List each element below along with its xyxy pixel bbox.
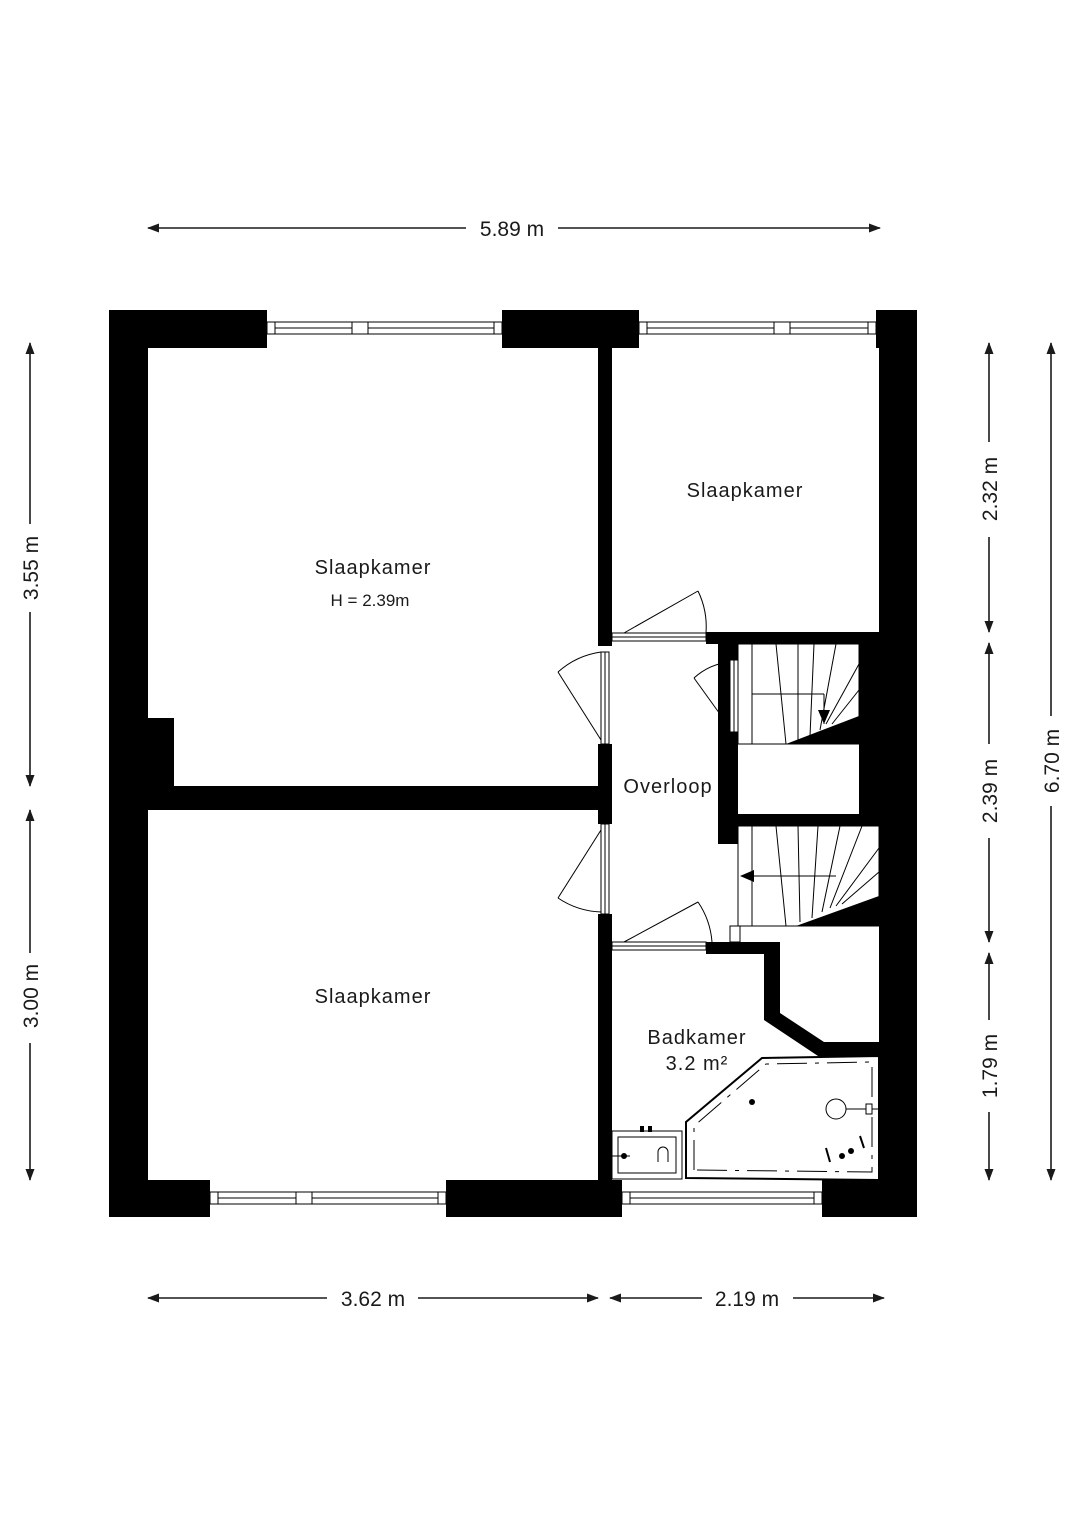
dimension-right-b: 2.39 m [979,642,1002,943]
dimension-right-a: 2.32 m [979,342,1002,633]
dimension-label: 5.89 m [480,218,544,241]
door-bathroom [611,901,713,951]
window-bottom-left [209,1191,447,1205]
room-area-bathroom: 3.2 m² [666,1053,729,1075]
bathroom-sink [611,1126,683,1180]
door-main-bedroom [557,651,610,745]
window-bottom-right [621,1191,823,1205]
staircase-lower [729,825,880,943]
dimension-label: 6.70 m [1041,729,1064,793]
stair-arrow-icon [740,870,754,882]
room-label-lower-bedroom: Slaapkamer [315,986,432,1008]
dimension-label: 3.62 m [341,1288,405,1311]
room-height-note: H = 2.39m [331,591,410,610]
dimension-label: 1.79 m [979,1034,1002,1098]
room-label-landing: Overloop [623,776,712,798]
window-top-right [638,321,877,335]
dimension-label: 2.19 m [715,1288,779,1311]
stair-arrow-icon [818,710,830,724]
exterior-walls [109,310,917,1217]
dimension-label: 2.32 m [979,457,1002,521]
interior-walls [148,348,879,1180]
door-lower-bedroom [557,823,610,915]
dimension-right-c: 1.79 m [979,952,1002,1181]
door-small-bedroom [611,590,707,642]
dimension-bottom-left: 3.62 m [147,1288,599,1311]
dimension-label: 3.00 m [20,964,43,1028]
staircase-upper [737,643,860,745]
room-label-bathroom: Badkamer [647,1027,746,1049]
window-top-left [266,321,503,335]
dimension-label: 2.39 m [979,759,1002,823]
room-label-main-bedroom: Slaapkamer [315,557,432,579]
dimension-right-total: 6.70 m [1041,342,1064,1181]
door-stair-closet [693,659,739,733]
dimension-left-upper: 3.55 m [20,342,43,787]
corner-bathtub [685,1054,880,1182]
dimension-label: 3.55 m [20,536,43,600]
dimension-left-lower: 3.00 m [20,809,43,1181]
room-label-small-bedroom: Slaapkamer [687,480,804,502]
dimension-bottom-right: 2.19 m [609,1288,885,1311]
dimension-top-total: 5.89 m [147,218,881,241]
